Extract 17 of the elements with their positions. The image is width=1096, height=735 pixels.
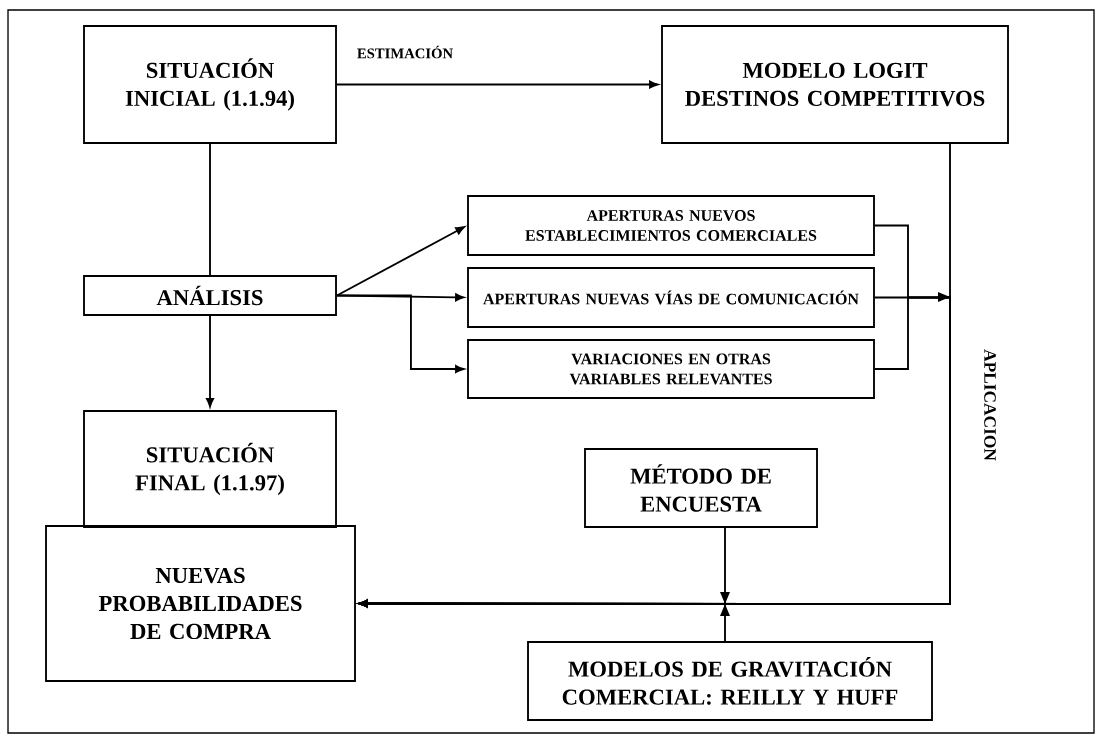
process-box: SITUACIÓN INICIAL (1.1.94) (83, 25, 337, 144)
arrow (336, 294, 465, 373)
process-box: MODELOS DE GRAVITACIÓN COMERCIAL: REILLY Y HUFF (527, 641, 933, 721)
arrow (206, 315, 214, 408)
edge-label: ESTIMACIÓN (355, 44, 455, 60)
process-box: VARIACIONES EN OTRAS VARIABLES RELEVANTES (467, 339, 875, 399)
process-box: APERTURAS NUEVAS VÍAS DE COMUNICACIÓN (467, 267, 875, 328)
process-box: ANÁLISIS (83, 275, 337, 316)
arrow (336, 80, 659, 89)
arrow (358, 599, 730, 642)
process-box: SITUACIÓN FINAL (1.1.97) (83, 410, 337, 528)
process-box: MODELO LOGIT DESTINOS COMPETITIVOS (661, 25, 1009, 144)
edge-label: APLICACION (982, 347, 998, 463)
process-box: APERTURAS NUEVOS ESTABLECIMIENTOS COMERCIALES (467, 195, 875, 256)
process-box: NUEVAS PROBABILIDADES DE COMPRA (45, 525, 356, 682)
arrow (336, 226, 465, 297)
process-box: MÉTODO DE ENCUESTA (584, 448, 818, 528)
